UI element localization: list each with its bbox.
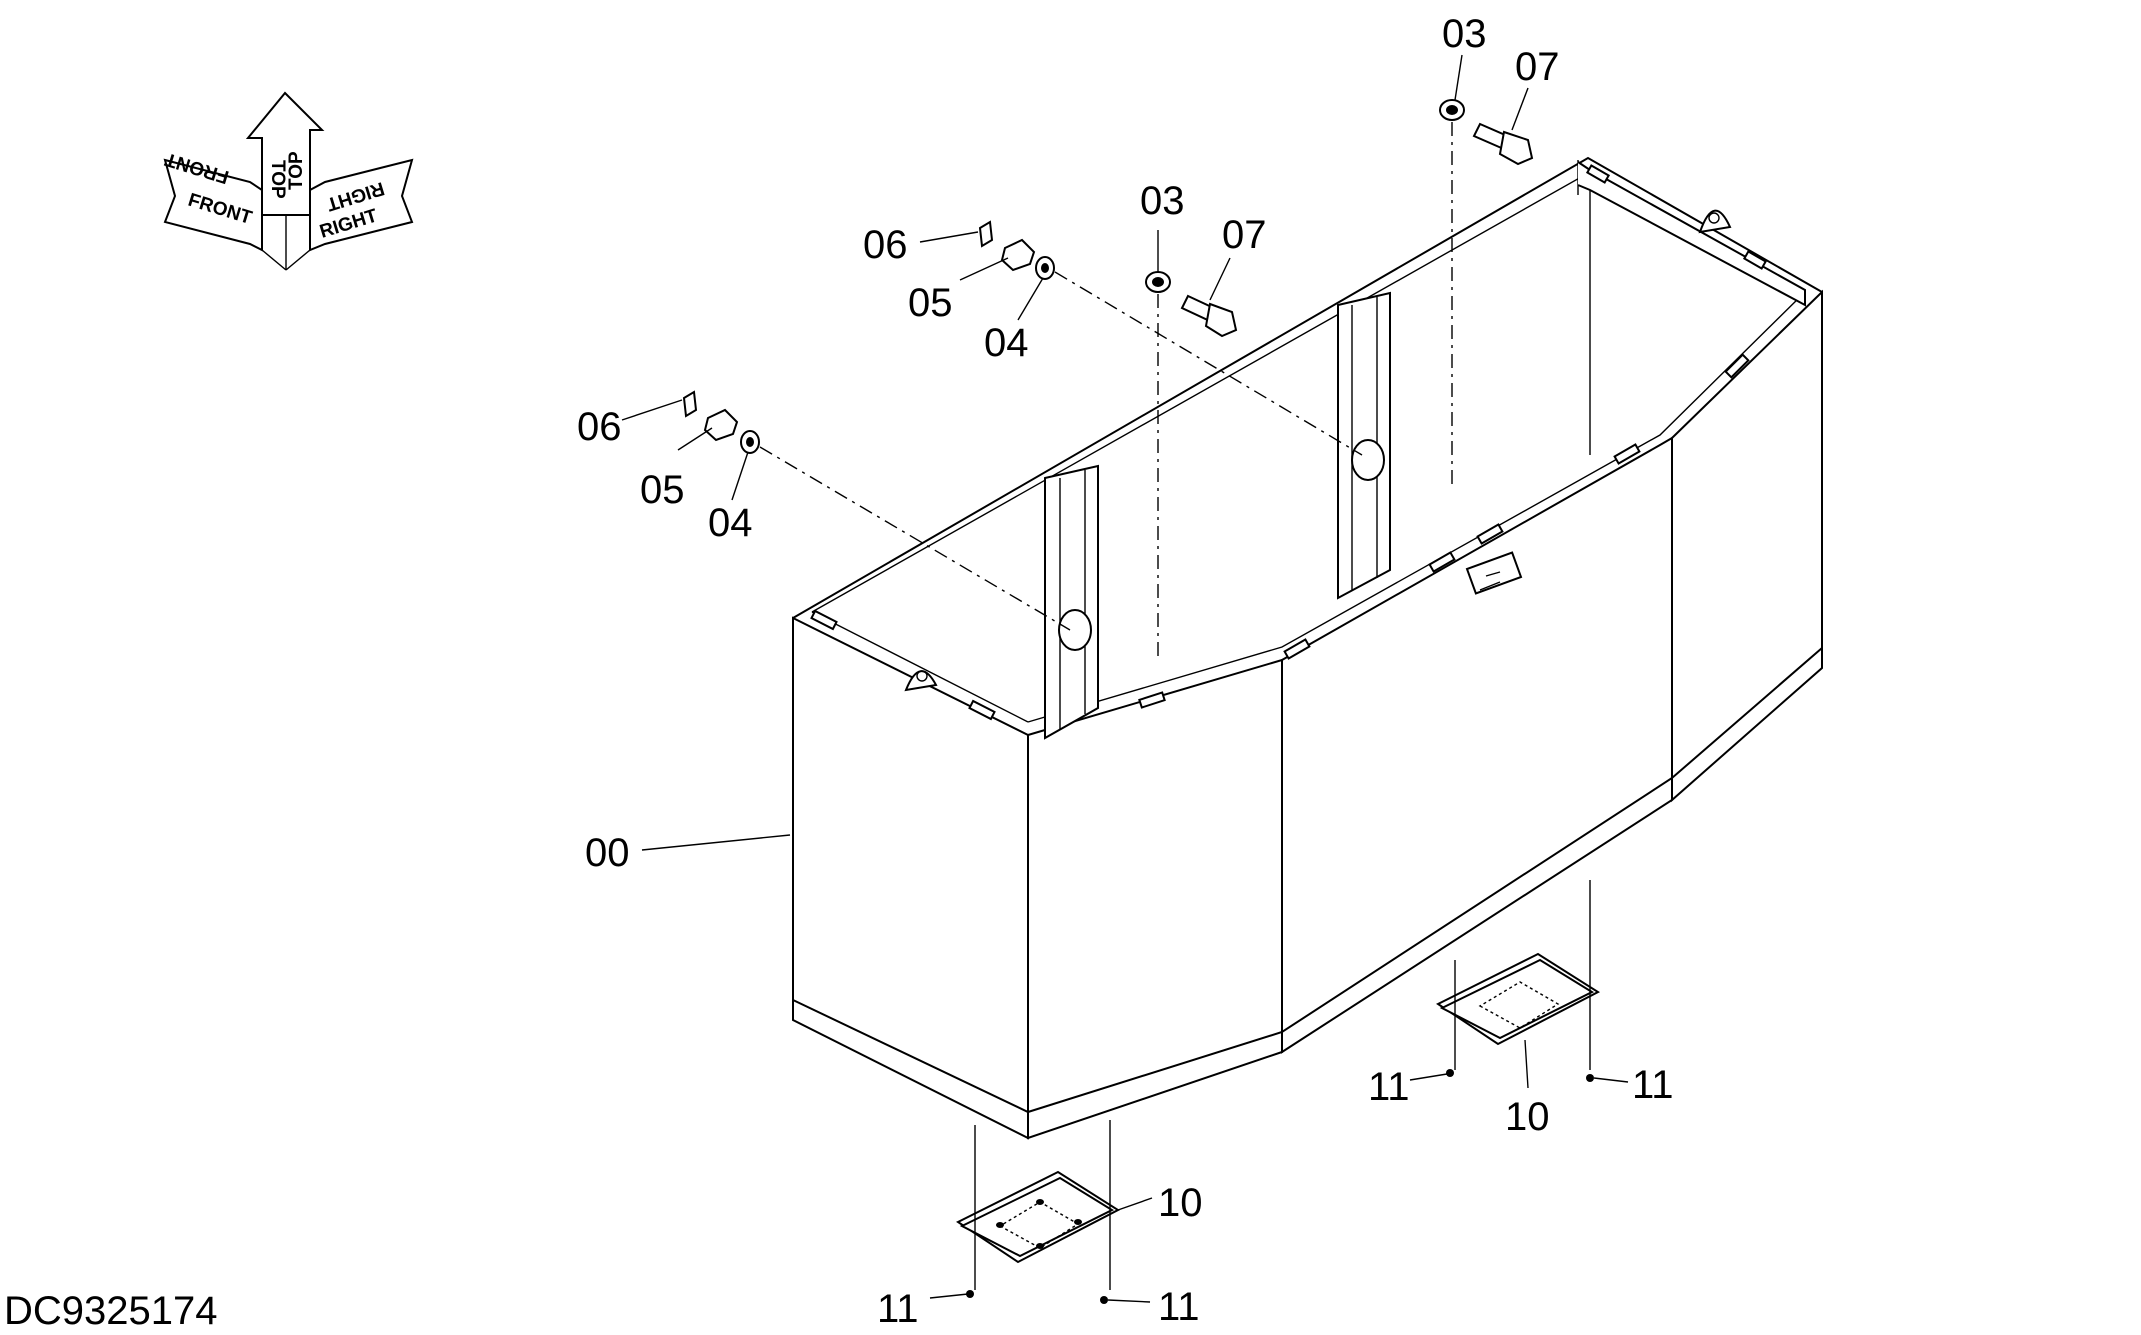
callout-lower-washer: 04 xyxy=(708,501,753,545)
callout-body: 00 xyxy=(585,831,630,875)
callout-rear-screw-left: 11 xyxy=(1368,1065,1410,1109)
callout-rear-screw-right: 11 xyxy=(1632,1063,1674,1107)
callout-lower-nut: 05 xyxy=(640,468,685,512)
lower-fastener-set xyxy=(682,390,760,454)
orientation-top-label-mirror: TOP xyxy=(286,151,307,190)
callout-rear-plate: 10 xyxy=(1505,1095,1550,1139)
screw-rear-left xyxy=(1446,1069,1454,1077)
rim-clips xyxy=(810,164,1768,721)
callout-front-washer: 03 xyxy=(1140,179,1185,223)
orientation-top-label: TOP xyxy=(267,160,288,199)
channel-post-front xyxy=(1044,464,1099,740)
rear-grille-plate xyxy=(1436,880,1601,1070)
callout-upper-washer: 04 xyxy=(984,321,1029,365)
rear-bolt-set xyxy=(1439,99,1534,166)
callout-upper-nut: 05 xyxy=(908,281,953,325)
callout-rear-bolt: 07 xyxy=(1515,45,1560,89)
orientation-symbol: FRONT FRONT TOP TOP RIGHT RIGHT xyxy=(162,91,414,271)
callout-upper-pin: 06 xyxy=(863,223,908,267)
callout-front-screw-left: 11 xyxy=(877,1287,919,1331)
callout-lower-pin: 06 xyxy=(577,405,622,449)
drawing-code: DC9325174 xyxy=(4,1289,218,1333)
callout-front-plate: 10 xyxy=(1158,1181,1203,1225)
screw-front-right xyxy=(1100,1296,1108,1304)
upper-fastener-set xyxy=(978,220,1055,280)
callout-rear-washer: 03 xyxy=(1442,12,1487,56)
counterweight-box xyxy=(792,156,1823,1140)
callout-front-screw-right: 11 xyxy=(1158,1285,1200,1329)
screw-front-left xyxy=(966,1290,974,1298)
screw-rear-right xyxy=(1586,1074,1594,1082)
channel-post-rear xyxy=(1337,291,1391,600)
leader-lines xyxy=(621,54,1629,1303)
front-bolt-set xyxy=(1145,271,1238,338)
callout-front-bolt: 07 xyxy=(1222,213,1267,257)
front-grille-plate xyxy=(956,1120,1121,1290)
